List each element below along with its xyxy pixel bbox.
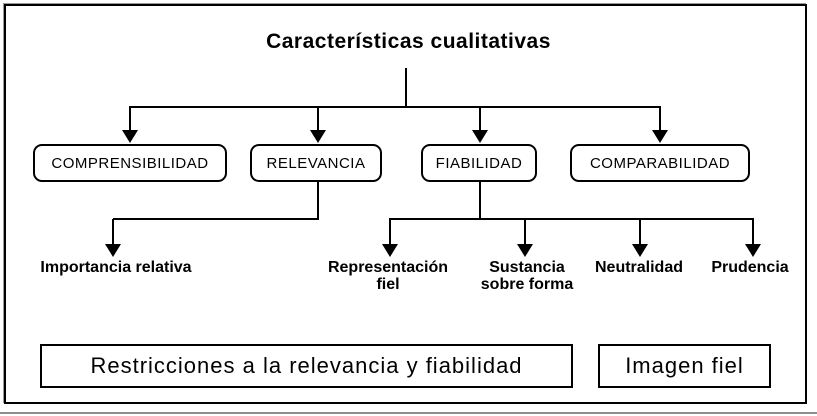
leaf-representacion-fiel: Representación fiel: [327, 259, 449, 293]
bottom-edge-line: [0, 412, 817, 414]
tree-branch-lines: [112, 68, 754, 245]
node-label: FIABILIDAD: [435, 154, 523, 172]
diagram-title: Características cualitativas: [266, 30, 551, 53]
arrow-down-icon: [652, 130, 668, 143]
arrow-down-icon: [122, 130, 138, 143]
arrow-down-icon: [310, 130, 326, 143]
node-fiabilidad: FIABILIDAD: [421, 144, 537, 182]
box-restricciones-label: Restricciones a la relevancia y fiabilid…: [90, 353, 523, 378]
node-comprensibilidad: COMPRENSIBILIDAD: [33, 144, 227, 182]
arrow-down-icon: [472, 130, 488, 143]
arrow-down-icon: [105, 244, 121, 257]
node-label: RELEVANCIA: [266, 154, 366, 172]
leaf-sustancia-sobre-forma: Sustancia sobre forma: [480, 259, 574, 293]
node-relevancia: RELEVANCIA: [250, 144, 382, 182]
box-restricciones: Restricciones a la relevancia y fiabilid…: [40, 344, 573, 388]
leaf-importancia-relativa: Importancia relativa: [40, 259, 192, 276]
leaf-neutralidad: Neutralidad: [594, 259, 683, 276]
box-imagen-fiel-label: Imagen fiel: [625, 353, 744, 378]
node-label: COMPRENSIBILIDAD: [51, 154, 209, 172]
arrow-down-icon: [382, 244, 398, 257]
arrow-down-icon: [745, 244, 761, 257]
arrow-down-icon: [517, 244, 533, 257]
outer-border: [4, 4, 807, 404]
node-label: COMPARABILIDAD: [589, 154, 731, 172]
node-comparabilidad: COMPARABILIDAD: [570, 144, 750, 182]
leaf-prudencia: Prudencia: [711, 259, 789, 276]
box-imagen-fiel: Imagen fiel: [598, 344, 771, 388]
arrow-down-icon: [632, 244, 648, 257]
